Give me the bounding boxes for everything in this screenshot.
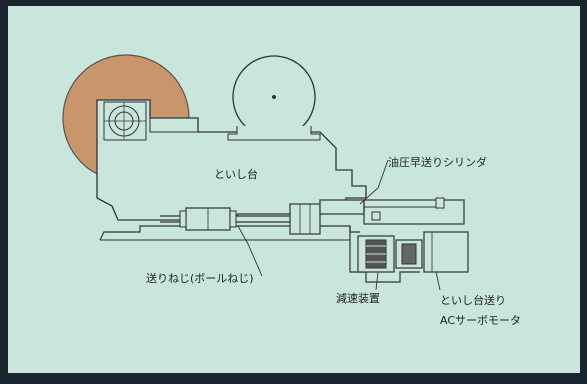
- label-servo-motor-line2: ACサーボモータ: [440, 314, 521, 327]
- cylinder-fitting-right: [435, 197, 445, 209]
- label-reducer: 減速装置: [336, 291, 380, 305]
- leader-feed-screw: [237, 225, 263, 277]
- screw-support: [289, 203, 321, 235]
- cylinder-housing: [363, 199, 465, 225]
- coupling-core: [401, 243, 417, 265]
- leader-reducer: [375, 271, 379, 291]
- wheel-head-body: [96, 99, 367, 221]
- motor-center: [272, 95, 276, 99]
- leader-servo-motor: [435, 271, 441, 291]
- ball-nut-flange-right: [229, 210, 237, 228]
- leader-cylinder: [359, 159, 389, 205]
- ac-servo-motor: [423, 231, 469, 273]
- label-feed-screw: 送りねじ(ボールねじ): [146, 271, 254, 285]
- wheel-head-step: [149, 118, 198, 133]
- label-rapid-feed-cylinder: 油圧早送りシリンダ: [388, 155, 487, 169]
- cylinder-fitting-left: [371, 211, 381, 221]
- label-servo-motor-line1: といし台送り: [440, 293, 506, 307]
- hydraulic-cylinder: [319, 199, 365, 215]
- label-grinding-head: といし台: [214, 167, 258, 181]
- motor-mount: [227, 126, 321, 141]
- gear-casing: [349, 226, 420, 283]
- ball-nut-flange-left: [179, 210, 187, 228]
